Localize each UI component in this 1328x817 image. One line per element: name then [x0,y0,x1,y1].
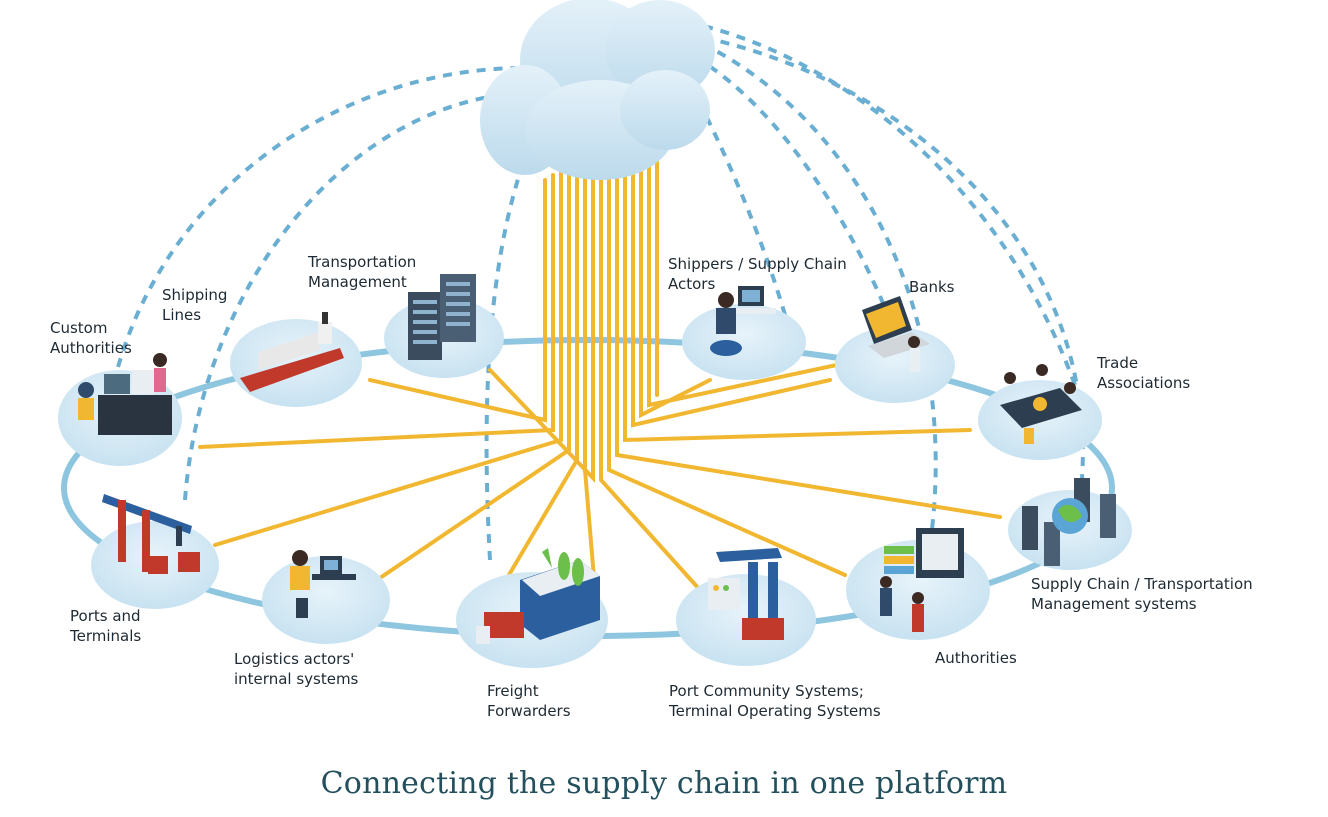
label-trade-associations: Trade Associations [1097,354,1191,392]
node-shipping-lines [230,312,362,407]
node-logistics-actors [262,550,390,644]
fiber-7 [488,148,595,483]
gantry-crane-icon [102,494,200,574]
server-rack-icon [408,274,476,360]
label-shipping-lines: Shipping Lines [162,286,228,324]
dashed-link-shipping [183,93,501,501]
customs-officer-desk-icon [78,353,172,435]
cargo-ship-icon [240,312,344,392]
label-transportation-management: Transportation Management [308,253,417,291]
desk-worker-icon [290,550,356,618]
laptop-finance-icon [862,296,930,372]
fiber-2 [198,173,555,449]
truck-warehouse-icon [476,548,600,644]
cloud-icon [480,0,715,180]
fiber-8 [599,143,702,592]
label-freight-forwarders: Freight Forwarders [487,682,571,720]
officials-screen-icon [880,528,964,632]
node-scm-systems [1008,478,1132,570]
dashed-link-authorities [704,43,938,546]
label-banks: Banks [909,278,955,296]
servers-globe-icon [1022,478,1116,566]
node-transportation-management [384,274,504,378]
diagram-caption: Connecting the supply chain in one platf… [320,766,1008,801]
fiber-1 [368,178,547,423]
dashed-link-trade [699,23,1077,386]
fiber-13 [639,118,712,419]
meeting-table-icon [1000,364,1082,444]
node-ports-terminals [91,494,219,609]
node-pcs-tos [676,548,816,666]
fiber-12 [631,123,832,428]
fiber-5 [498,158,579,592]
label-ports-terminals: Ports and Terminals [70,607,142,645]
label-authorities: Authorities [935,649,1017,667]
label-custom-authorities: Custom Authorities [50,319,132,357]
node-trade-associations [978,364,1102,460]
label-pcs-tos: Port Community Systems; Terminal Operati… [669,682,881,720]
node-authorities [846,528,990,640]
node-banks [835,296,955,403]
dashed-link-freight [484,109,547,561]
node-shippers [682,286,806,380]
port-crane-icon [708,548,784,640]
fiber-10 [615,133,1002,519]
node-freight-forwarders [456,548,608,668]
label-shippers: Shippers / Supply Chain Actors [668,255,847,293]
label-logistics-actors: Logistics actors' internal systems [234,650,359,688]
office-worker-icon [710,286,776,356]
label-scm-systems: Supply Chain / Transportation Management… [1031,575,1253,613]
fiber-11 [623,128,972,443]
fiber-9 [607,138,847,577]
fiber-bundle [198,113,1002,592]
node-custom-authorities [58,353,182,466]
fiber-3 [213,168,563,547]
fiber-14 [647,116,862,408]
